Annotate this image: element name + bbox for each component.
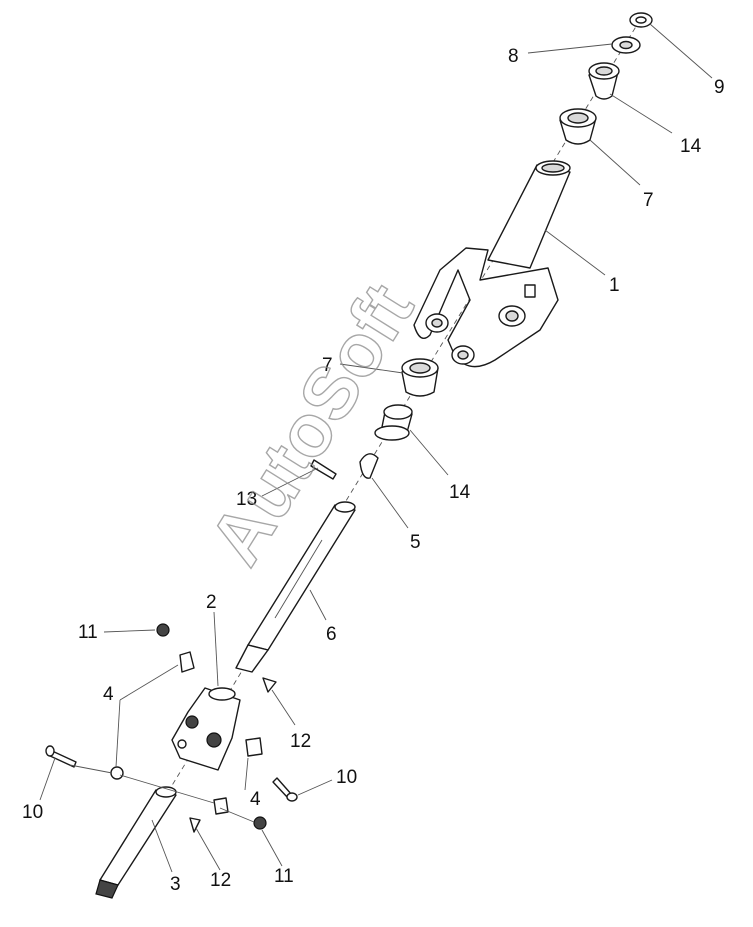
- callout-8: 8: [508, 46, 519, 67]
- part-4-washer-left: [110, 766, 124, 780]
- part-11-lower-nut: [253, 816, 267, 830]
- callout-3: 3: [170, 874, 181, 895]
- part-11-upper-nut: [156, 623, 170, 637]
- callout-labels: 9 8 14 7 1 7 14 13 5 2 6 11 4 12 10 4 10…: [22, 46, 725, 895]
- part-10-left-bolt: [45, 745, 77, 768]
- callout-11-lower: 11: [274, 866, 294, 887]
- callout-2: 2: [206, 592, 217, 613]
- callout-13: 13: [236, 489, 257, 510]
- part-7-lower-bushing: [401, 358, 439, 397]
- part-10-right-bolt: [272, 777, 298, 802]
- callout-4-left: 4: [103, 684, 114, 705]
- callout-14-upper: 14: [680, 136, 702, 157]
- callout-10-right: 10: [336, 767, 357, 788]
- part-12-upper-key: [262, 677, 277, 693]
- callout-1: 1: [609, 275, 620, 296]
- part-14-upper-bushing: [588, 62, 620, 100]
- callout-4-right: 4: [250, 789, 261, 810]
- part-8-washer: [611, 36, 641, 54]
- part-6-splined-shaft: [235, 501, 356, 673]
- part-12-lower-key: [189, 817, 201, 833]
- callout-9: 9: [714, 77, 725, 98]
- part-4-upper-clamp: [179, 651, 195, 673]
- part-1-column-tube-bracket: [413, 160, 571, 368]
- part-5-clip: [359, 453, 379, 479]
- part-14-lower-bushing: [374, 404, 413, 441]
- part-7-upper-bushing: [559, 108, 597, 145]
- callout-14-lower: 14: [449, 482, 471, 503]
- part-3-lower-shaft: [95, 786, 177, 899]
- callout-7-upper: 7: [643, 190, 654, 211]
- part-9-washer: [629, 12, 653, 28]
- part-2-universal-joint: [171, 687, 241, 771]
- callout-7-lower: 7: [322, 355, 333, 376]
- callout-10-left: 10: [22, 802, 43, 823]
- part-13-pin: [310, 459, 337, 480]
- callout-5: 5: [410, 532, 421, 553]
- callout-12-upper: 12: [290, 731, 311, 752]
- callout-6: 6: [326, 624, 337, 645]
- callout-12-lower: 12: [210, 870, 231, 891]
- leader-lines: [39, 23, 713, 873]
- callout-11-upper: 11: [78, 622, 98, 643]
